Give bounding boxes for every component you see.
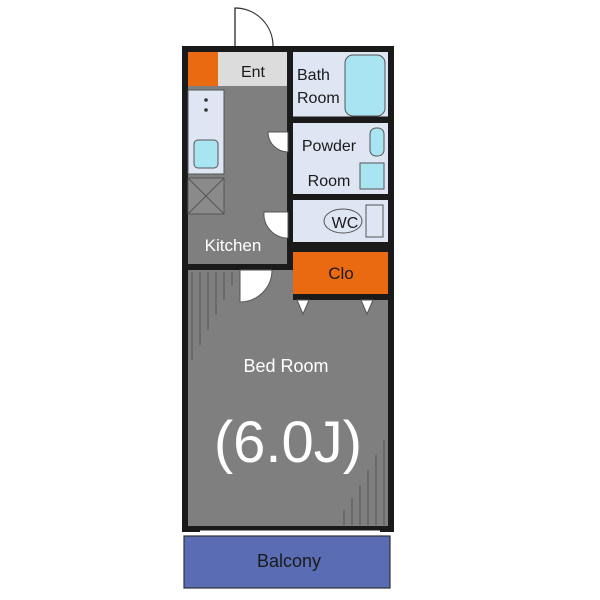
bath-label-line2: Room: [297, 90, 340, 107]
kitchen-counter: [187, 89, 225, 215]
entrance-door: [234, 7, 274, 47]
bedroom-size-label: (6.0J): [214, 410, 362, 475]
bath-label-line1: Bath: [297, 67, 330, 84]
closet-area: [293, 252, 388, 294]
closet-door-right: [360, 299, 374, 316]
kitchen-label: Kitchen: [205, 236, 262, 255]
bedroom-label: Bed Room: [243, 356, 328, 376]
bedroom-area: [188, 270, 388, 526]
closet-door-left: [296, 299, 310, 316]
balcony-area: [183, 535, 391, 589]
washbasin-icon: [369, 127, 385, 157]
bedroom-floor-hatch: [191, 272, 385, 525]
washer-icon: [359, 162, 385, 190]
entrance-area: [218, 52, 287, 86]
bathtub-icon: [344, 54, 386, 117]
balcony-label: Balcony: [257, 551, 321, 571]
door-swings: [239, 131, 289, 303]
toilet-icon: [323, 208, 363, 234]
powder-label-line2: Room: [308, 173, 351, 190]
powder-label-line1: Powder: [302, 138, 357, 155]
shoe-box: [188, 52, 218, 86]
toilet-tank-icon: [365, 204, 384, 238]
entrance-label: Ent: [241, 64, 266, 81]
wc-label: WC: [332, 215, 359, 232]
closet-label: Clo: [328, 264, 354, 283]
